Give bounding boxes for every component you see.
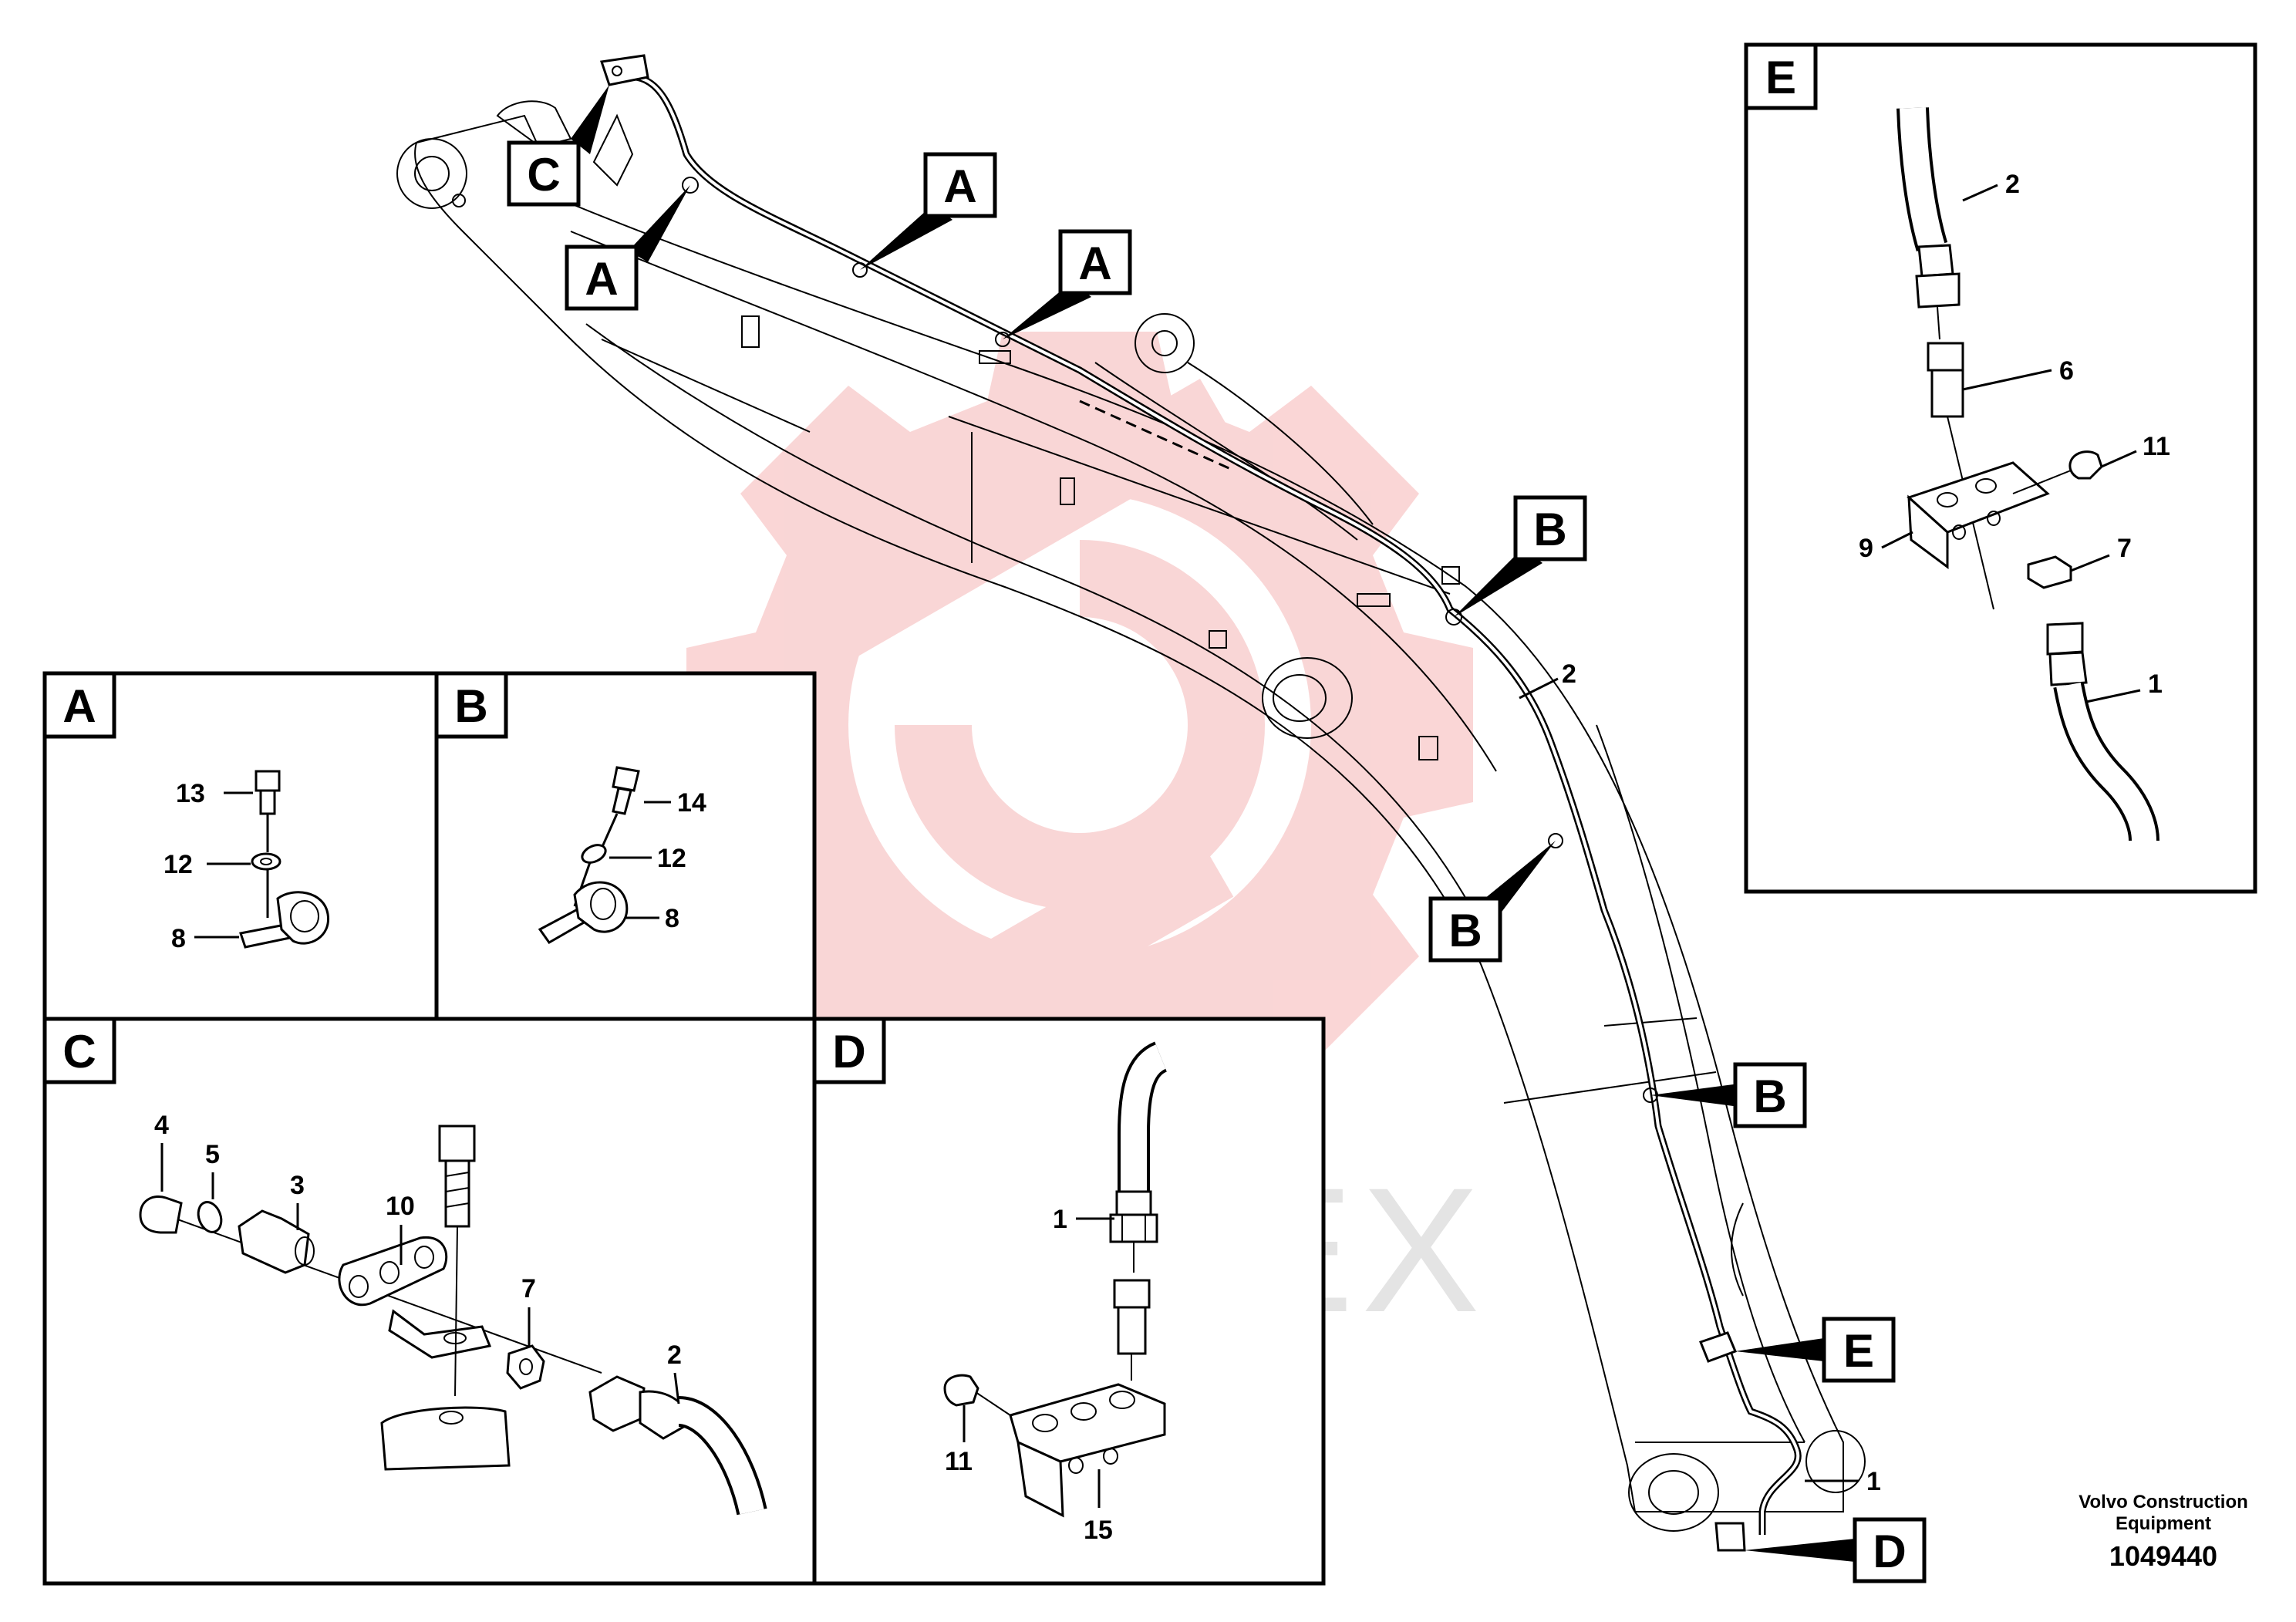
svg-text:C: C xyxy=(62,1026,96,1077)
callout-b-main-2: B xyxy=(1428,841,1556,963)
callout-b-main-3: B xyxy=(1650,1062,1807,1128)
svg-text:B: B xyxy=(454,680,487,732)
main-label-1: 1 xyxy=(1805,1467,1881,1496)
e-label-11: 11 xyxy=(2143,432,2170,461)
e-label-1: 1 xyxy=(2148,669,2163,699)
svg-text:C: C xyxy=(527,149,560,201)
svg-text:A: A xyxy=(943,160,976,212)
svg-text:B: B xyxy=(1753,1071,1786,1122)
callout-d-main: D xyxy=(1745,1517,1927,1583)
e-label-6: 6 xyxy=(2059,356,2074,386)
c-label-5: 5 xyxy=(205,1140,220,1169)
svg-text:D: D xyxy=(832,1026,865,1077)
detail-b: B 14 12 8 xyxy=(434,671,817,1021)
callout-c-main: C xyxy=(507,85,609,207)
c-label-7: 7 xyxy=(521,1274,536,1303)
detail-a: A 13 12 8 xyxy=(42,671,439,1021)
company-line-2: Equipment xyxy=(2116,1513,2211,1534)
b-label-8: 8 xyxy=(665,904,679,933)
e-label-7: 7 xyxy=(2117,534,2132,563)
c-label-10: 10 xyxy=(386,1192,415,1221)
main-label-2: 2 xyxy=(1519,659,1576,700)
callout-a-main-2: A xyxy=(860,152,997,270)
svg-text:D: D xyxy=(1873,1526,1906,1577)
callout-a-main-1: A xyxy=(565,185,690,311)
svg-text:E: E xyxy=(1765,52,1796,103)
svg-text:1: 1 xyxy=(1866,1467,1881,1496)
e-label-2: 2 xyxy=(2005,170,2020,199)
a-label-8: 8 xyxy=(171,924,186,953)
svg-text:2: 2 xyxy=(1562,659,1576,689)
b-label-12: 12 xyxy=(657,844,686,873)
detail-e: E 2 6 11 9 7 xyxy=(1744,42,2257,894)
e-label-9: 9 xyxy=(1859,534,1873,563)
c-label-2: 2 xyxy=(667,1340,682,1370)
boom-drawing xyxy=(396,54,1866,1552)
d-label-15: 15 xyxy=(1084,1516,1113,1545)
svg-text:B: B xyxy=(1533,504,1566,555)
svg-text:A: A xyxy=(585,253,618,305)
callout-a-main-3: A xyxy=(1003,229,1132,339)
company-line-1: Volvo Construction xyxy=(2079,1492,2248,1512)
c-label-3: 3 xyxy=(290,1171,305,1200)
svg-text:E: E xyxy=(1843,1325,1874,1377)
b-label-14: 14 xyxy=(677,788,706,818)
svg-text:B: B xyxy=(1448,905,1482,956)
svg-text:A: A xyxy=(62,680,96,732)
d-label-11: 11 xyxy=(945,1447,973,1476)
detail-c: C 4 5 3 xyxy=(42,1017,817,1586)
detail-d: D 1 11 15 xyxy=(812,1017,1326,1586)
a-label-13: 13 xyxy=(176,779,205,808)
callout-b-main-1: B xyxy=(1454,495,1587,617)
callout-e-main: E xyxy=(1735,1317,1896,1383)
svg-text:A: A xyxy=(1078,238,1111,289)
d-label-1: 1 xyxy=(1053,1205,1067,1234)
drawing-number: 1049440 xyxy=(2109,1540,2217,1572)
c-label-4: 4 xyxy=(154,1111,169,1140)
a-label-12: 12 xyxy=(164,850,193,879)
